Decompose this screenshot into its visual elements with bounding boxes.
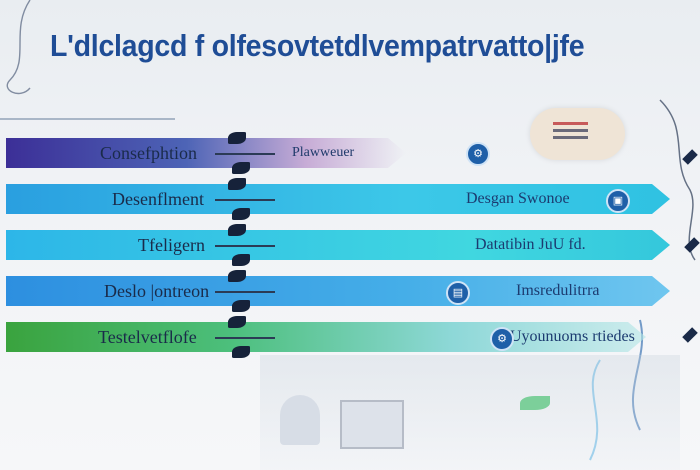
speech-bubble-icon bbox=[530, 108, 625, 160]
phase-end-label: Uyounuoms rtiedes bbox=[510, 328, 635, 345]
gear-icon: ⚙ bbox=[466, 142, 490, 166]
connector-line bbox=[215, 199, 275, 201]
person-icon bbox=[280, 395, 320, 445]
monitor-icon bbox=[340, 400, 404, 449]
lab-scene-illustration bbox=[260, 355, 680, 470]
diamond-icon bbox=[228, 316, 246, 328]
diamond-icon bbox=[228, 132, 246, 144]
phase-label-3: Tfeligern bbox=[138, 235, 205, 255]
connector-line bbox=[215, 291, 275, 293]
screen-icon: ▤ bbox=[446, 281, 470, 305]
phase-end-label: Imsredulitrra bbox=[516, 282, 600, 299]
diamond-icon bbox=[228, 270, 246, 282]
diamond-icon bbox=[232, 208, 250, 220]
phase-label-4: Deslo |ontreon bbox=[104, 281, 210, 301]
phase-label-1: Consefphtion bbox=[100, 143, 197, 163]
diamond-icon bbox=[232, 162, 250, 174]
connector-line bbox=[215, 337, 275, 339]
leaf-icon bbox=[520, 396, 550, 410]
connector-line bbox=[215, 153, 275, 155]
connector-line bbox=[215, 245, 275, 247]
phase-middle-label: Plawweuer bbox=[292, 145, 355, 160]
title-underline bbox=[0, 118, 175, 120]
bubble-lines-icon bbox=[553, 122, 588, 125]
diamond-icon bbox=[232, 300, 250, 312]
phase-end-label: Desgan Swonoe bbox=[466, 190, 570, 207]
phase-band-2 bbox=[6, 184, 670, 214]
page-title: L'dlclagcd f olfesovtetdlvempatrvatto|jf… bbox=[50, 28, 585, 63]
diamond-icon bbox=[228, 178, 246, 190]
phase-band-5 bbox=[6, 322, 646, 352]
phase-label-5: Testelvetflofe bbox=[98, 327, 197, 347]
phase-label-2: Desenflment bbox=[112, 189, 204, 209]
gear-icon: ⚙ bbox=[490, 327, 514, 351]
diamond-icon bbox=[228, 224, 246, 236]
diamond-icon bbox=[232, 346, 250, 358]
screen-icon: ▣ bbox=[606, 189, 630, 213]
diamond-icon bbox=[232, 254, 250, 266]
phase-band-3 bbox=[6, 230, 670, 260]
phase-band-1 bbox=[6, 138, 406, 168]
phase-end-label: Datatibin JuU fd. bbox=[475, 236, 586, 253]
phase-band-4 bbox=[6, 276, 670, 306]
